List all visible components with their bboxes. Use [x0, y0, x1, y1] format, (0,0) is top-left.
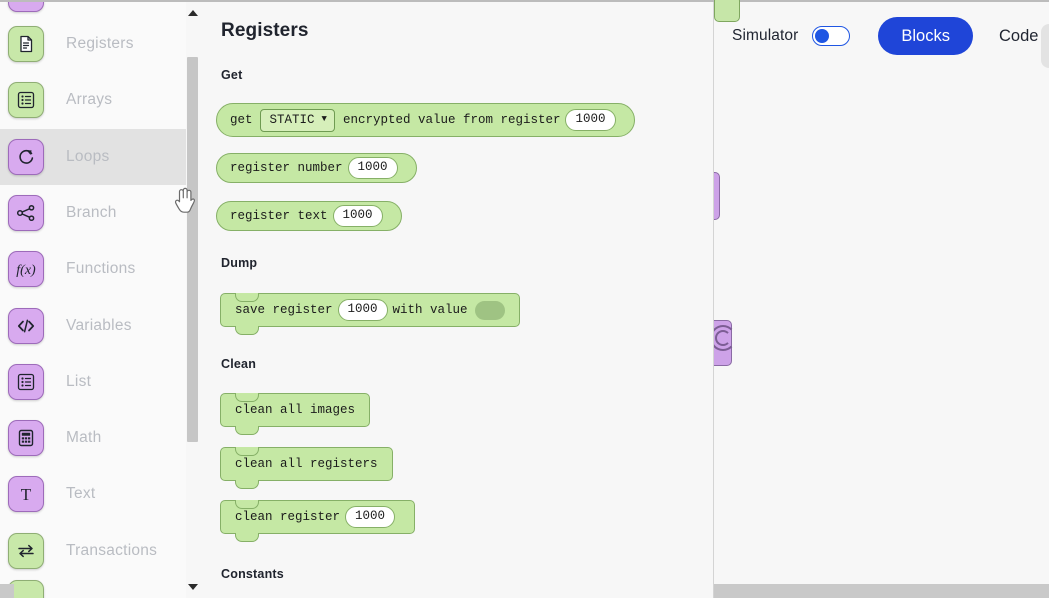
block-clean-all-images[interactable]: clean all images [220, 392, 371, 436]
sidebar-item-variables[interactable]: Variables [0, 298, 186, 354]
sidebar-label-loops: Loops [66, 148, 110, 165]
code-icon [8, 308, 44, 344]
scrollbar-thumb[interactable] [187, 57, 198, 442]
exchange-icon [8, 533, 44, 569]
section-label-clean: Clean [221, 357, 257, 371]
sidebar-item-registers[interactable]: Registers [0, 16, 186, 72]
dropdown-static[interactable]: STATIC ▼ [259, 108, 335, 132]
sidebar-item-icon-cutoff[interactable] [8, 2, 44, 12]
simulator-toggle[interactable] [812, 26, 851, 46]
sidebar-item-transactions[interactable]: Transactions [0, 523, 186, 579]
sidebar-item-functions[interactable]: f(x) Functions [0, 241, 186, 297]
category-sidebar[interactable]: Registers Arrays Loops [0, 2, 186, 598]
block-get-encrypted-value[interactable]: get STATIC ▼ encrypted value from regist… [216, 103, 635, 137]
sidebar-label-text: Text [66, 485, 96, 502]
block-clean-register[interactable]: clean register 1000 [220, 499, 416, 543]
block-register-text[interactable]: register text 1000 [216, 201, 402, 231]
sidebar-label-branch: Branch [66, 204, 117, 221]
sidebar-item-loops[interactable]: Loops [0, 129, 186, 185]
chevron-down-icon: ▼ [321, 114, 327, 124]
sidebar-label-transactions: Transactions [66, 542, 158, 559]
loop-icon [8, 139, 44, 175]
tab-blocks[interactable]: Blocks [878, 17, 973, 55]
sidebar-item-math[interactable]: Math [0, 410, 186, 466]
horizontal-scrollbar[interactable] [714, 584, 1049, 598]
text-t-icon: T [8, 476, 44, 512]
calculator-icon [8, 420, 44, 456]
scroll-down-arrow-icon[interactable] [188, 584, 198, 590]
block-text-get: get [230, 113, 253, 127]
section-label-dump: Dump [221, 256, 258, 270]
sidebar-scrollbar[interactable] [186, 2, 200, 598]
sidebar-label-arrays: Arrays [66, 91, 113, 108]
block-text-register-number: register number [230, 161, 343, 175]
block-text-with-value: with value [392, 303, 468, 317]
window-top-edge [0, 0, 1049, 2]
sidebar-label-functions: Functions [66, 260, 136, 277]
sidebar-item-text[interactable]: T Text [0, 466, 186, 522]
flyout-title: Registers [221, 20, 309, 41]
workspace-block-fragment-green[interactable] [714, 0, 740, 22]
dropdown-value: STATIC [269, 112, 315, 127]
block-clean-all-registers[interactable]: clean all registers [220, 446, 393, 490]
simulator-label: Simulator [732, 27, 799, 44]
number-field-register-number[interactable]: 1000 [347, 157, 398, 179]
document-icon [8, 26, 44, 62]
right-edge-handle[interactable] [1041, 24, 1049, 68]
toggle-knob [814, 28, 829, 43]
sidebar-label-list: List [66, 373, 92, 390]
function-icon: f(x) [8, 251, 44, 287]
block-text-encrypted: encrypted value from register [342, 113, 561, 127]
number-field-save-register[interactable]: 1000 [337, 299, 388, 321]
sidebar-label-registers: Registers [66, 35, 134, 52]
svg-text:f(x): f(x) [16, 263, 36, 278]
value-socket-empty[interactable] [474, 300, 505, 320]
sidebar-item-list[interactable]: List [0, 354, 186, 410]
tab-code[interactable]: Code [993, 27, 1044, 46]
section-label-constants: Constants [221, 567, 284, 581]
block-text-save-register: save register [235, 303, 333, 317]
block-save-register[interactable]: save register 1000 with value [220, 292, 520, 336]
sidebar-label-math: Math [66, 429, 102, 446]
block-register-number[interactable]: register number 1000 [216, 153, 417, 183]
number-field-clean-register[interactable]: 1000 [345, 506, 396, 528]
number-field-register-text[interactable]: 1000 [332, 205, 383, 227]
block-text-clean-all-registers: clean all registers [235, 457, 378, 471]
list-icon [8, 364, 44, 400]
list-icon [8, 82, 44, 118]
number-field-register[interactable]: 1000 [565, 109, 616, 131]
block-text-clean-all-images: clean all images [235, 403, 356, 417]
spiral-inner-icon [715, 330, 731, 346]
blocks-flyout[interactable]: Registers Get get STATIC ▼ encrypted val… [186, 2, 714, 598]
section-label-get: Get [221, 68, 243, 82]
sidebar-item-branch[interactable]: Branch [0, 185, 186, 241]
block-text-register-text: register text [230, 209, 328, 223]
block-text-clean-register: clean register [235, 510, 341, 524]
sidebar-item-arrays[interactable]: Arrays [0, 72, 186, 128]
sidebar-label-variables: Variables [66, 317, 132, 334]
bottom-left-corner [0, 584, 14, 598]
branch-icon [8, 195, 44, 231]
scroll-up-arrow-icon[interactable] [188, 10, 198, 16]
svg-text:T: T [21, 485, 32, 504]
editor-toolbar: Simulator Blocks Code [714, 12, 1049, 68]
